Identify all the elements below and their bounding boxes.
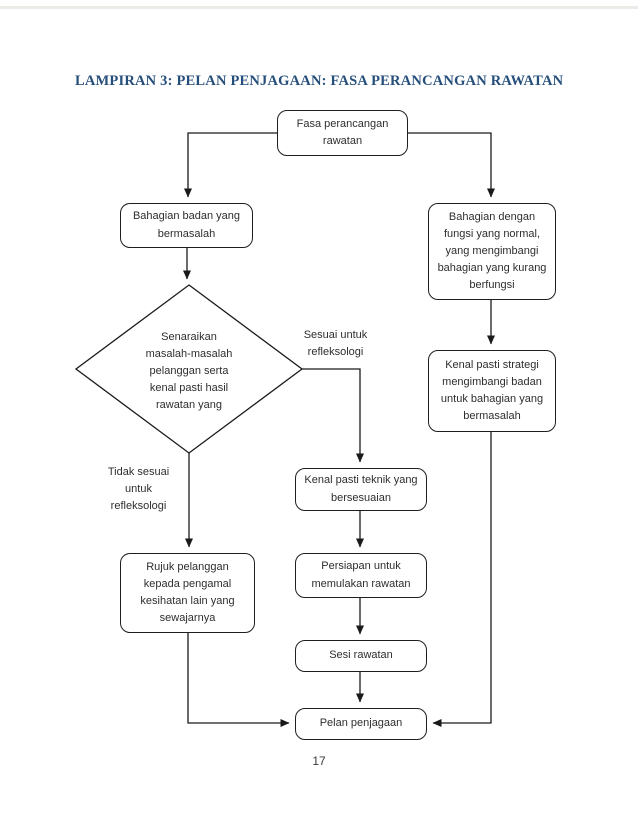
decision-diamond-label: Senaraikan masalah-masalah pelanggan ser… [145, 331, 233, 412]
node-bahagian-badan-bermasalah: Bahagian badan yang bermasalah [120, 203, 253, 248]
connector-fasa-to-bahagian-dengan [408, 132, 495, 198]
page-title: LAMPIRAN 3: PELAN PENJAGAAN: FASA PERANC… [75, 73, 564, 89]
node-persiapan-rawatan: Persiapan untuk memulakan rawatan [295, 553, 427, 598]
node-rujuk-pelanggan: Rujuk pelanggan kepada pengamal kesihata… [120, 553, 255, 633]
connector-fasa-to-bahagian-badan [184, 132, 277, 198]
decision-diamond-shape [74, 284, 304, 454]
node-kenal-pasti-teknik: Kenal pasti teknik yang bersesuaian [295, 468, 427, 511]
node-bahagian-fungsi-normal: Bahagian dengan fungsi yang normal, yang… [428, 203, 556, 300]
node-kenal-pasti-strategi: Kenal pasti strategi mengimbangi badan u… [428, 350, 556, 432]
edge-label-tidak-sesuai-untuk-refleksologi: Tidak sesuai untuk refleksologi [107, 466, 170, 513]
page-top-edge [0, 6, 638, 9]
connector-diamond-to-kenal-teknik [302, 368, 364, 463]
node-sesi-rawatan: Sesi rawatan [295, 640, 427, 672]
node-pelan-penjagaan: Pelan penjagaan [295, 708, 427, 740]
connector-rujuk-to-pelan [187, 633, 290, 727]
node-fasa-perancangan-rawatan: Fasa perancangan rawatan [277, 110, 408, 156]
page-number: 17 [312, 754, 326, 768]
connector-kenal-strategi-to-pelan [432, 432, 492, 727]
edge-label-sesuai-untuk-refleksologi: Sesuai untuk refleksologi [303, 329, 368, 359]
